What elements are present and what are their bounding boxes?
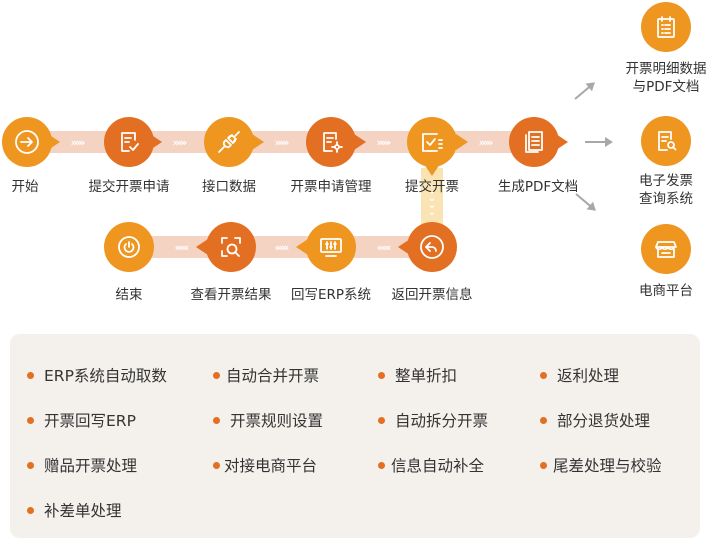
output-invoice-detail — [641, 2, 691, 52]
output-label-line: 开票明细数据 — [625, 61, 707, 77]
output-label: 电商平台 — [611, 282, 712, 300]
feature-text: 对接电商平台 — [224, 457, 318, 475]
node-label: 回写ERP系统 — [290, 287, 372, 303]
node-pointer — [296, 239, 308, 255]
monitor-sliders-icon — [320, 238, 342, 257]
output-label-line: 电子发票 — [639, 173, 693, 189]
arrow-to-invoice-detail — [574, 82, 595, 100]
feature-item: 自动合并开票 — [213, 364, 319, 386]
bullet-icon — [213, 416, 220, 424]
scan-search-icon — [221, 237, 241, 257]
feature-text: 自动合并开票 — [226, 367, 320, 385]
bullet-icon — [213, 461, 220, 469]
feature-item: ERP系统自动取数 — [27, 364, 167, 386]
feature-text: 尾差处理与校验 — [553, 457, 662, 475]
node-end — [104, 222, 154, 272]
node-pointer — [456, 134, 468, 150]
bullet-icon — [540, 371, 547, 379]
node-pointer — [556, 134, 568, 150]
output-label-line: 与PDF文档 — [632, 79, 700, 95]
node-pointer — [424, 164, 440, 176]
flow-connector: ››››› — [352, 131, 414, 153]
output-label: 电子发票 查询系统 — [611, 172, 712, 208]
bullet-icon — [378, 371, 385, 379]
flow-connector: ››››› — [46, 131, 108, 153]
output-label-line: 电商平台 — [639, 283, 693, 299]
bullet-icon — [378, 416, 385, 424]
node-pointer — [354, 134, 366, 150]
feature-item: 赠品开票处理 — [27, 454, 137, 476]
feature-text: 开票规则设置 — [230, 412, 324, 430]
flow-connector-vertical: ⌄⌄⌄⌄⌄ — [421, 168, 443, 228]
output-label-line: 查询系统 — [639, 191, 693, 207]
node-interface-data — [204, 117, 254, 167]
feature-text: ERP系统自动取数 — [44, 367, 167, 385]
node-start — [2, 117, 52, 167]
output-label: 开票明细数据 与PDF文档 — [611, 60, 712, 96]
feature-item: 开票规则设置 — [213, 409, 323, 431]
feature-text: 信息自动补全 — [391, 457, 485, 475]
feature-item: 补差单处理 — [27, 499, 122, 521]
feature-text: 部分退货处理 — [557, 412, 651, 430]
node-label: 查看开票结果 — [190, 287, 272, 303]
node-pointer — [252, 134, 264, 150]
node-pointer — [196, 239, 208, 255]
plug-icon — [218, 131, 240, 153]
node-return-info — [407, 222, 457, 272]
bullet-icon — [27, 416, 34, 424]
feature-text: 开票回写ERP — [44, 412, 136, 430]
feature-item: 开票回写ERP — [27, 409, 136, 431]
features-panel — [10, 334, 700, 538]
document-check-icon — [121, 132, 139, 152]
node-write-back-erp — [306, 222, 356, 272]
document-search-icon — [658, 131, 677, 151]
flow-connector: ››››› — [148, 131, 210, 153]
feature-item: 整单折扣 — [378, 364, 457, 386]
bullet-icon — [27, 506, 34, 514]
storefront-icon — [655, 241, 677, 258]
node-label: 开票申请管理 — [290, 179, 372, 195]
node-submit-invoice — [407, 117, 457, 167]
feature-text: 补差单处理 — [44, 502, 122, 520]
output-ecommerce — [641, 224, 691, 274]
return-circle-icon — [420, 235, 444, 259]
feature-item: 返利处理 — [540, 364, 619, 386]
node-application-management — [306, 117, 356, 167]
flow-connector: ››››› — [454, 131, 516, 153]
bullet-icon — [540, 461, 547, 469]
bullet-icon — [540, 416, 547, 424]
node-label: 提交开票申请 — [88, 179, 170, 195]
feature-item: 部分退货处理 — [540, 409, 650, 431]
feature-item: 对接电商平台 — [213, 454, 317, 476]
bullet-icon — [213, 371, 220, 379]
node-label: 提交开票 — [405, 179, 459, 195]
node-label: 接口数据 — [202, 179, 256, 195]
clipboard-list-icon — [657, 16, 675, 38]
documents-icon — [525, 131, 543, 153]
arrow-right-circle-icon — [15, 130, 39, 154]
node-label: 开始 — [11, 179, 39, 195]
node-generate-pdf — [509, 117, 559, 167]
node-label: 生成PDF文档 — [497, 179, 579, 195]
output-e-invoice-query — [641, 116, 691, 166]
bullet-icon — [27, 461, 34, 469]
node-label: 返回开票信息 — [391, 287, 473, 303]
feature-text: 整单折扣 — [395, 367, 458, 385]
power-icon — [118, 236, 140, 258]
flow-connector: ››››› — [250, 131, 312, 153]
checklist-icon — [422, 133, 443, 152]
feature-text: 赠品开票处理 — [44, 457, 138, 475]
feature-item: 尾差处理与校验 — [540, 454, 662, 476]
arrow-to-e-invoice-query — [585, 137, 613, 147]
feature-item: 信息自动补全 — [378, 454, 484, 476]
feature-text: 返利处理 — [557, 367, 620, 385]
feature-text: 自动拆分开票 — [395, 412, 489, 430]
document-gear-icon — [323, 132, 343, 153]
node-label: 结束 — [115, 287, 143, 303]
node-submit-application — [104, 117, 154, 167]
bullet-icon — [378, 461, 385, 469]
node-view-result — [206, 222, 256, 272]
feature-item: 自动拆分开票 — [378, 409, 488, 431]
bullet-icon — [27, 371, 34, 379]
